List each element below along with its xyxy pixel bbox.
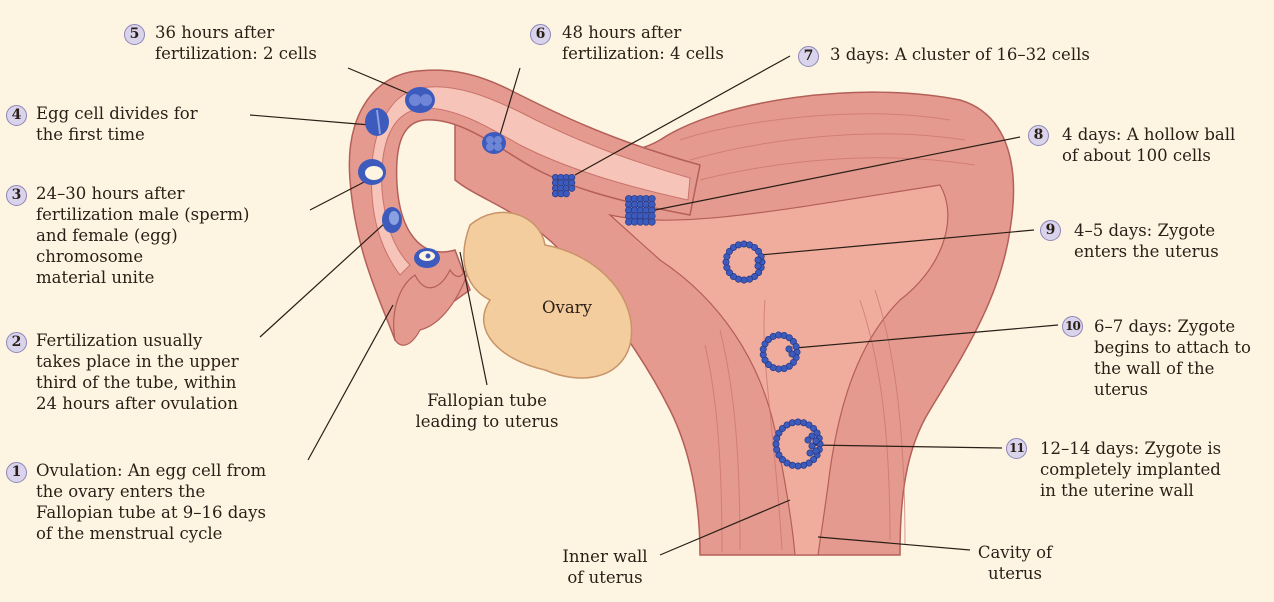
stage1-egg-cell [414,248,440,268]
stage-10-marker: 10 [1062,316,1083,337]
inner-cell [755,257,761,263]
stage-10-text: 6–7 days: Zygote begins to attach to the… [1094,316,1251,400]
cell [789,420,795,426]
stage5-two-cells [405,87,435,113]
stage-4-marker: 4 [6,105,27,126]
stage4-egg-cell [365,108,389,136]
stage8-hollow-ball [625,195,655,225]
stage2-egg-cell [382,207,402,233]
stage-3-marker: 3 [6,185,27,206]
cell [773,441,779,447]
stage-11-text: 12–14 days: Zygote is completely implant… [1040,438,1221,501]
stage-1-text: Ovulation: An egg cell from the ovary en… [36,460,266,544]
stage-7-marker: 7 [798,46,819,67]
stage-8-text: 4 days: A hollow ball of about 100 cells [1062,124,1235,166]
cell [795,463,801,469]
stage-3-text: 24–30 hours after fertilization male (sp… [36,183,249,288]
stage-9-text: 4–5 days: Zygote enters the uterus [1074,220,1219,262]
inner-cell [786,346,792,352]
inner-cell [805,437,811,443]
stage-1-marker: 1 [6,462,27,483]
cell [793,343,799,349]
stage-6-marker: 6 [530,24,551,45]
stage-4-text: Egg cell divides for the first time [36,103,198,145]
stage-2-marker: 2 [6,332,27,353]
stage-2-text: Fertilization usually takes place in the… [36,330,239,414]
stage-8-marker: 8 [1028,125,1049,146]
inner-cell [755,263,761,269]
cavity-label: Cavity of uterus [965,542,1065,584]
cell [795,419,801,425]
stage-6-text: 48 hours after fertilization: 4 cells [562,22,724,64]
stage-9-marker: 9 [1040,220,1061,241]
cell [800,462,806,468]
fallopian-tube-label: Fallopian tube leading to uterus [402,390,572,432]
cell [569,185,575,191]
stage-7-text: 3 days: A cluster of 16–32 cells [830,44,1090,65]
stage-11-marker: 11 [1006,438,1027,459]
stage3-egg-cell [358,159,386,185]
inner-cell [813,448,819,454]
inner-wall-label: Inner wall of uterus [545,546,665,588]
stage-5-text: 36 hours after fertilization: 2 cells [155,22,317,64]
stage6-four-cells [482,132,506,154]
cell [563,191,569,197]
inner-cell [807,450,813,456]
ovary-label: Ovary [542,297,592,318]
cell [774,446,780,452]
cell [649,219,656,226]
stage-5-marker: 5 [124,24,145,45]
